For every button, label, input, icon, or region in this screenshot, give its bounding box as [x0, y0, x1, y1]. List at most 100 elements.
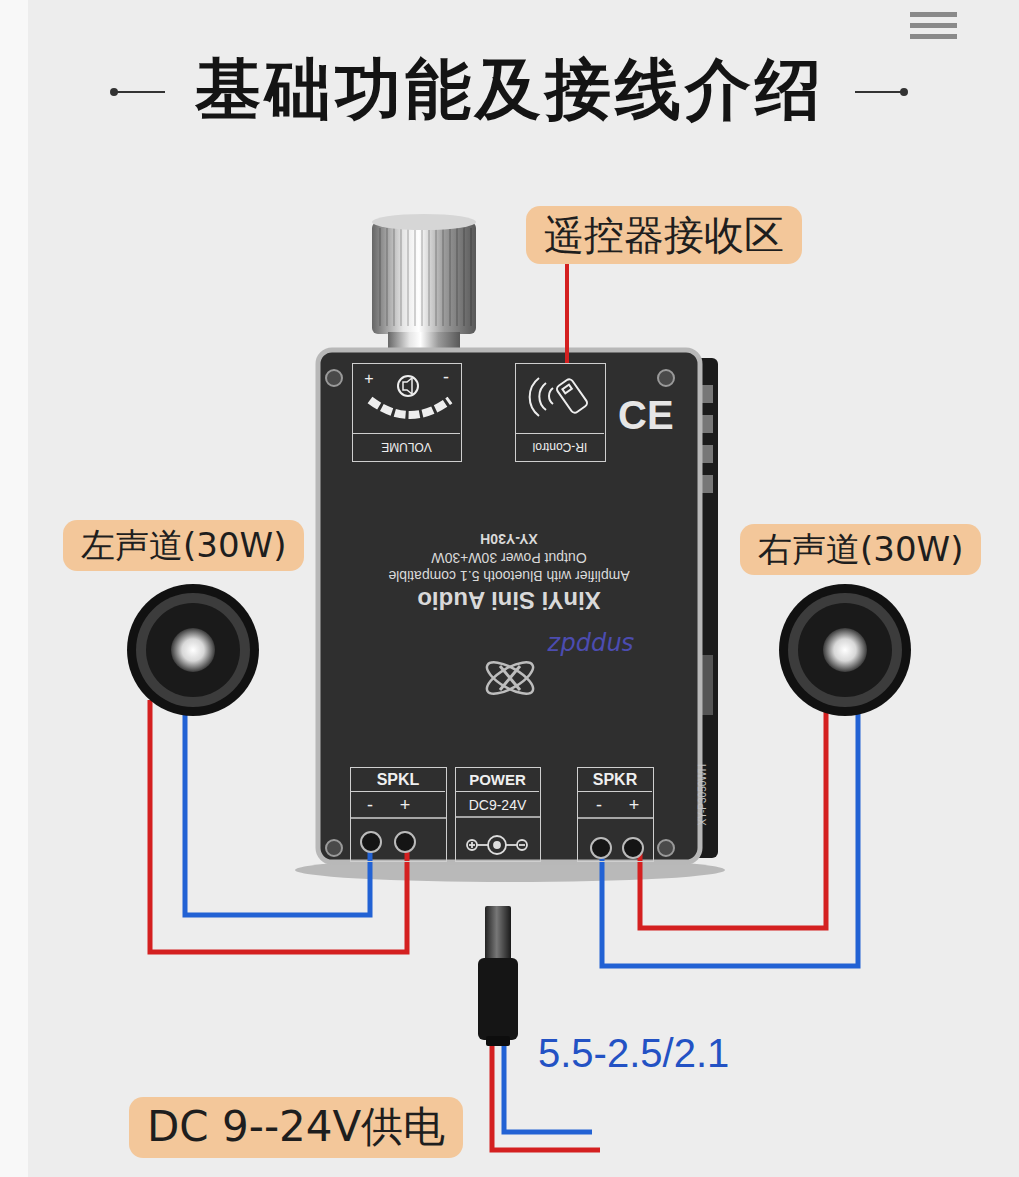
volume-knob-part: [372, 214, 476, 230]
ir-icon: [530, 378, 589, 416]
panel-label: -: [587, 794, 611, 816]
volume-icon-part: [370, 400, 450, 415]
board-print-line: XY-Y30H: [350, 530, 668, 548]
callout-text: DC 9--24V供电: [147, 1101, 445, 1154]
volume-icon-part: [398, 376, 418, 396]
volume-knob-part-part: [428, 228, 430, 326]
right-speaker-part: [798, 603, 892, 697]
left-speaker-part: [146, 603, 240, 697]
right-speaker-part: [779, 584, 911, 716]
volume-knob: [372, 214, 476, 358]
volume-knob-part: [380, 228, 471, 326]
speaker-terminals: [361, 832, 643, 858]
background-part: [0, 0, 28, 1177]
left-speaker-part: [171, 628, 215, 672]
board-screws-part: [326, 840, 342, 856]
board-panel: POWERDC9-24V: [455, 767, 541, 862]
panel-label: -: [435, 366, 457, 388]
dc-jack-symbol-part: [467, 840, 477, 850]
left-speaker: [127, 584, 259, 716]
panel-label: SPKR: [578, 768, 652, 792]
callout-box: 右声道(30W): [740, 524, 981, 575]
menu-icon-part: [910, 23, 957, 28]
background-part: [28, 0, 1019, 1177]
board-panel: SPKL-+: [350, 767, 447, 862]
board-face-part: [318, 350, 700, 862]
volume-icon: [370, 376, 450, 415]
volume-knob-part-part: [449, 228, 451, 326]
left-speaker-part: [127, 584, 259, 716]
brand-logo-part: [482, 656, 537, 699]
side-model-number: XY-P3050WH: [697, 764, 709, 825]
board-screws: [326, 370, 674, 856]
dc-jack-symbol-part: [488, 836, 506, 854]
volume-knob-part-part: [435, 228, 437, 326]
board-screws-part: [658, 840, 674, 856]
speaker-wires: [150, 700, 858, 966]
panel-dividers-part: [455, 816, 541, 818]
ir-icon-part-part: [562, 385, 571, 394]
board-panel: IR-Control: [515, 363, 606, 462]
volume-knob-part-part: [386, 228, 388, 326]
speaker-wires-part: [185, 705, 370, 915]
dc-plug-part: [486, 1036, 510, 1046]
board-side-part: [702, 385, 713, 403]
watermark: snppdz: [548, 630, 634, 658]
speaker-wires-part: [602, 708, 858, 966]
dc-jack-symbol-part: [506, 844, 517, 846]
ir-icon-part: [530, 378, 539, 416]
board-screws-part: [658, 370, 674, 386]
callout-text: 遥控器接收区: [544, 210, 784, 260]
panel-label: +: [393, 794, 417, 816]
board-side-part: [702, 475, 713, 493]
ir-icon-part-part: [555, 378, 588, 415]
panel-dividers: [350, 817, 654, 818]
title-dashes-part: [114, 91, 165, 93]
right-speaker: [779, 584, 911, 716]
board-print-line: XinYi Sini Audio: [350, 585, 668, 616]
speaker-wires-part: [150, 700, 407, 952]
board-side-part: [702, 415, 713, 433]
volume-knob-part-part: [442, 228, 444, 326]
brand-logo: [482, 656, 537, 699]
speaker-terminals-part: [395, 832, 415, 852]
right-speaker-part: [788, 593, 902, 707]
board-side-part: [702, 445, 713, 463]
menu-icon-part: [910, 12, 957, 17]
volume-knob-part-part: [407, 228, 409, 326]
panel-label: +: [622, 794, 646, 816]
menu-icon: [910, 12, 957, 39]
callout-box: 遥控器接收区: [526, 206, 802, 264]
volume-knob-part-part: [456, 228, 458, 326]
volume-knob-part: [372, 222, 476, 334]
speaker-terminals-part: [623, 838, 643, 858]
panel-label: IR-Control: [516, 433, 604, 460]
volume-knob-part-part: [463, 228, 465, 326]
dc-jack-symbol: [467, 836, 527, 854]
leader-line: [565, 264, 569, 363]
callout-box: 左声道(30W): [63, 520, 304, 571]
panel-label: -: [358, 794, 382, 816]
callout-box: DC 9--24V供电: [129, 1097, 463, 1158]
dc-plug-part: [478, 958, 518, 1040]
callout-text: 右声道(30W): [758, 528, 963, 571]
left-speaker-part: [136, 593, 250, 707]
dc-jack-symbol-part: [477, 844, 488, 846]
plug-size-label: 5.5-2.5/2.1: [538, 1030, 729, 1076]
speaker-wires-part: [640, 708, 826, 928]
dc-jack-symbol-part: [519, 844, 525, 846]
board-screws-part: [326, 370, 342, 386]
board-print-line: Amplifier with Bluetooth 5.1 compatible: [350, 566, 668, 584]
board-face: [318, 350, 700, 862]
menu-icon-part: [910, 34, 957, 39]
ce-mark: CE: [618, 392, 674, 438]
volume-knob-part-part: [379, 228, 381, 326]
dc-jack-symbol-part: [471, 842, 473, 848]
volume-knob-part-part: [400, 228, 402, 326]
ir-icon-part: [549, 388, 553, 404]
panel-label: POWER: [456, 768, 539, 792]
brand-logo-part: [482, 656, 537, 699]
board-print: XinYi Sini AudioAmplifier with Bluetooth…: [350, 530, 668, 616]
